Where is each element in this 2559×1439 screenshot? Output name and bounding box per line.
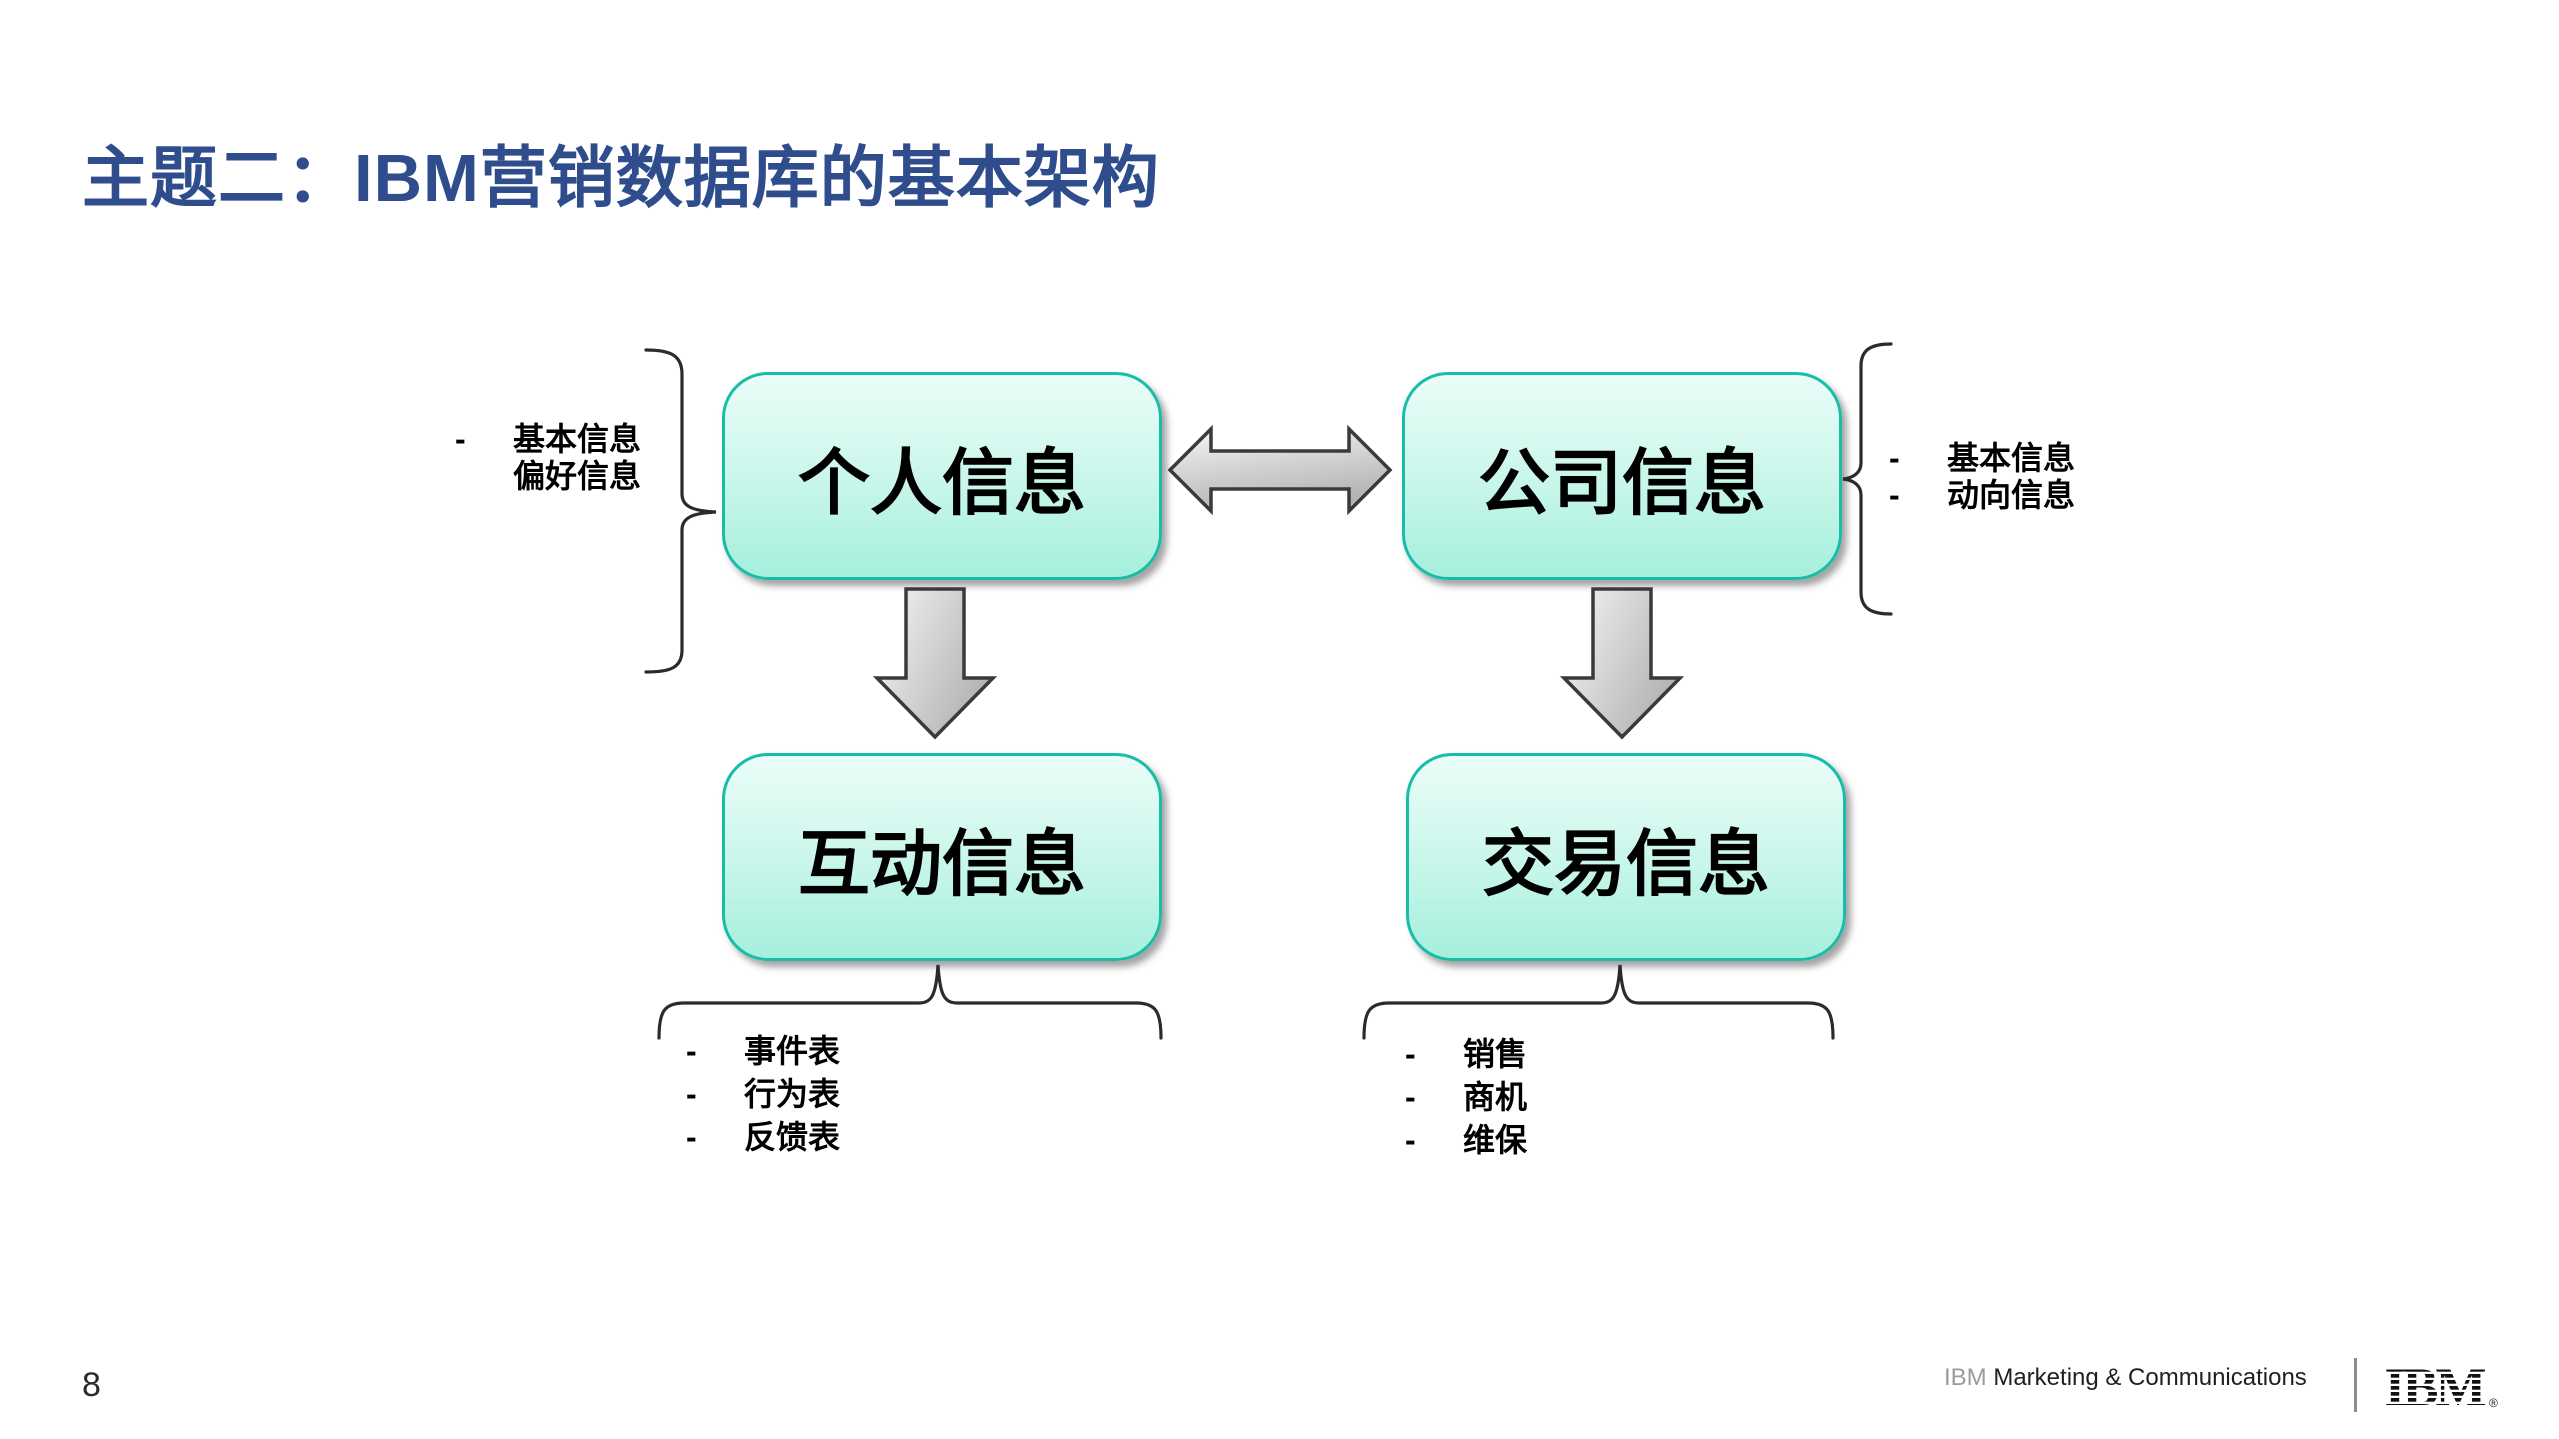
bullet-dash: -	[686, 1033, 697, 1069]
list-item: 偏好信息	[455, 458, 641, 495]
box-company-info-label: 公司信息	[1477, 443, 1766, 524]
footer-brand-text: Marketing & Communications	[1986, 1364, 2307, 1391]
annotation-text: 动向信息	[1947, 477, 2076, 513]
bullet-dash: -	[1889, 440, 1900, 476]
box-transaction-info-label: 交易信息	[1481, 824, 1770, 905]
box-personal-info: 个人信息	[722, 372, 1162, 580]
bullet-dash: -	[686, 1076, 697, 1112]
annotation-text: 销售	[1463, 1036, 1528, 1072]
bullet-dash: -	[1405, 1036, 1416, 1072]
brace-company-icon	[1842, 342, 1893, 616]
bullet-dash: -	[1889, 477, 1900, 513]
annotation-text: 维保	[1463, 1122, 1528, 1158]
box-interaction-info: 互动信息	[722, 753, 1162, 961]
page-number: 8	[82, 1366, 101, 1404]
list-item: - 事件表	[686, 1030, 840, 1073]
bullet-dash: -	[686, 1119, 697, 1155]
footer-divider	[2354, 1358, 2357, 1412]
annotation-interaction-info: - 事件表 - 行为表 - 反馈表	[686, 1030, 840, 1159]
list-item: - 维保	[1405, 1119, 1527, 1162]
footer-brand-line: IBM Marketing & Communications	[1944, 1364, 2307, 1392]
annotation-company-info: - 基本信息 - 动向信息	[1889, 440, 2075, 514]
ibm-logo-icon: IBM	[2382, 1362, 2486, 1408]
bullet-dash: -	[455, 421, 466, 457]
down-arrow-right-icon	[1559, 587, 1685, 740]
list-item: - 商机	[1405, 1076, 1527, 1119]
brace-interaction-icon	[657, 964, 1163, 1040]
list-item: - 基本信息	[455, 421, 641, 458]
list-item: - 基本信息	[1889, 440, 2075, 477]
annotation-text: 事件表	[744, 1033, 841, 1069]
annotation-transaction-info: - 销售 - 商机 - 维保	[1405, 1033, 1527, 1162]
list-item: - 反馈表	[686, 1116, 840, 1159]
list-item: - 动向信息	[1889, 477, 2075, 514]
brace-transaction-icon	[1362, 964, 1835, 1040]
box-interaction-info-label: 互动信息	[797, 824, 1086, 905]
bidirectional-arrow-icon	[1167, 424, 1393, 516]
bullet-dash: -	[1405, 1079, 1416, 1115]
annotation-text: 行为表	[744, 1076, 841, 1112]
box-personal-info-label: 个人信息	[797, 443, 1086, 524]
annotation-text: 反馈表	[744, 1119, 841, 1155]
down-arrow-left-icon	[872, 587, 998, 740]
bullet-dash: -	[1405, 1122, 1416, 1158]
box-company-info: 公司信息	[1402, 372, 1842, 580]
list-item: - 行为表	[686, 1073, 840, 1116]
annotation-text: 商机	[1463, 1079, 1528, 1115]
registered-trademark: ®	[2489, 1396, 2498, 1410]
list-item: - 销售	[1405, 1033, 1527, 1076]
brace-personal-icon	[644, 348, 717, 674]
box-transaction-info: 交易信息	[1406, 753, 1846, 961]
bullet-dash	[455, 458, 513, 495]
annotation-personal-info: - 基本信息 偏好信息	[455, 421, 641, 495]
footer-brand-prefix: IBM	[1944, 1364, 1987, 1391]
annotation-text: 基本信息	[513, 421, 642, 457]
annotation-text: 基本信息	[1947, 440, 2076, 476]
annotation-text: 偏好信息	[513, 458, 642, 494]
slide-title: 主题二：IBM营销数据库的基本架构	[82, 141, 1160, 216]
